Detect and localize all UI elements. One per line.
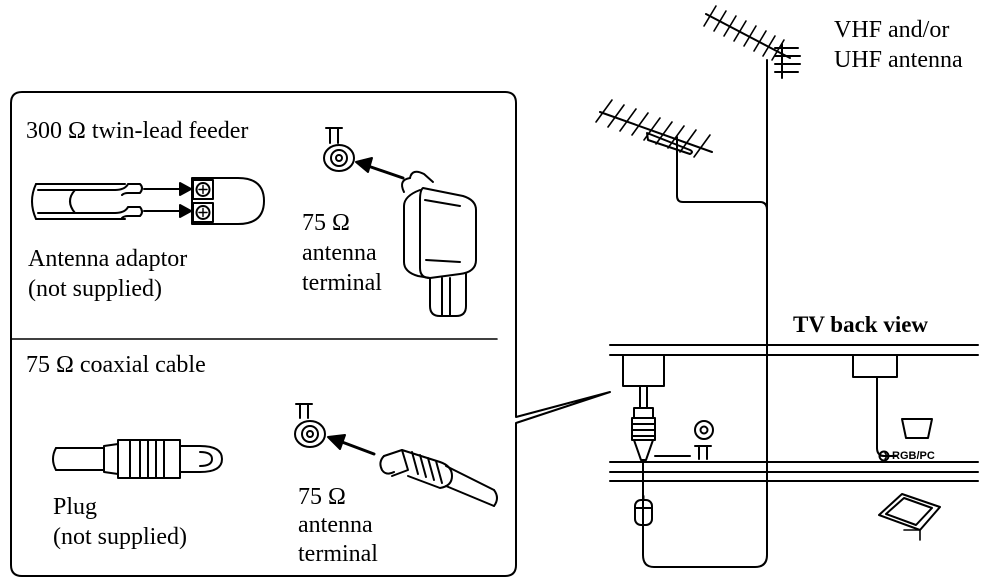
terminal-label-line2: antenna xyxy=(302,240,377,266)
terminal-label-line2: antenna xyxy=(298,512,373,538)
terminal-label-line3: terminal xyxy=(298,541,378,567)
tv-back-view-label: TV back view xyxy=(793,312,929,337)
twin-lead-feeder-icon xyxy=(31,183,143,220)
connection-detail-panel xyxy=(10,91,611,577)
antenna-terminal-icon xyxy=(323,127,355,172)
adaptor-label-line2: (not supplied) xyxy=(28,276,162,302)
rgb-pc-connector-icon xyxy=(878,418,941,541)
terminal-label-line3: terminal xyxy=(302,270,382,296)
adaptor-label-line1: Antenna adaptor xyxy=(28,246,188,272)
rgb-pc-label: RGB/PC xyxy=(892,450,935,462)
antenna-label-line1: VHF and/or xyxy=(834,17,950,43)
antenna-adaptor-icon xyxy=(191,177,265,225)
terminal-label-line1: 75 Ω xyxy=(302,210,350,236)
plug-label-line1: Plug xyxy=(53,494,98,520)
coaxial-plug-icon xyxy=(52,439,223,479)
antenna-input-jack-icon xyxy=(654,420,714,460)
antenna-cable-icon xyxy=(631,385,768,568)
plug-label-line2: (not supplied) xyxy=(53,524,187,550)
connection-arrow xyxy=(143,182,192,218)
antenna-label-line2: UHF antenna xyxy=(834,47,963,73)
connection-arrow xyxy=(327,434,376,456)
tv-back-panel xyxy=(609,344,979,482)
twin-lead-title: 300 Ω twin-lead feeder xyxy=(26,118,249,144)
vhf-uhf-antenna-icon xyxy=(595,5,801,531)
coaxial-cable-plug-icon xyxy=(379,449,498,507)
terminal-label-line1: 75 Ω xyxy=(298,484,346,510)
coaxial-title: 75 Ω coaxial cable xyxy=(26,352,206,378)
adaptor-plug-icon xyxy=(401,170,477,317)
antenna-terminal-icon xyxy=(294,403,326,448)
connection-arrow xyxy=(355,157,405,180)
